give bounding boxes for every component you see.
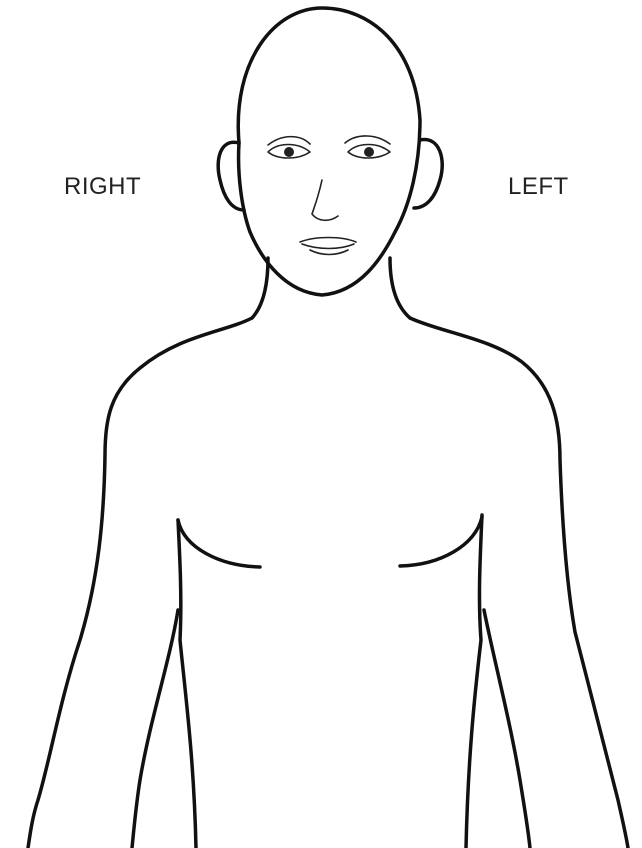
right-shoulder-arm-outer [28,318,252,848]
right-inner-arm [132,610,178,848]
left-eyebrow [345,136,390,144]
side-label-right: RIGHT [64,173,141,201]
left-inner-arm [484,610,530,848]
left-eye [348,145,390,159]
side-label-left: LEFT [508,173,569,201]
right-chest-line [178,520,260,567]
head-outline [238,8,420,295]
neck-left [390,258,410,318]
nose [312,180,338,220]
neck-right [252,258,268,318]
right-torso-side [178,520,196,848]
mouth [300,238,356,255]
left-chest-line [400,517,482,566]
left-torso-side [466,515,482,848]
right-eye [268,145,310,159]
